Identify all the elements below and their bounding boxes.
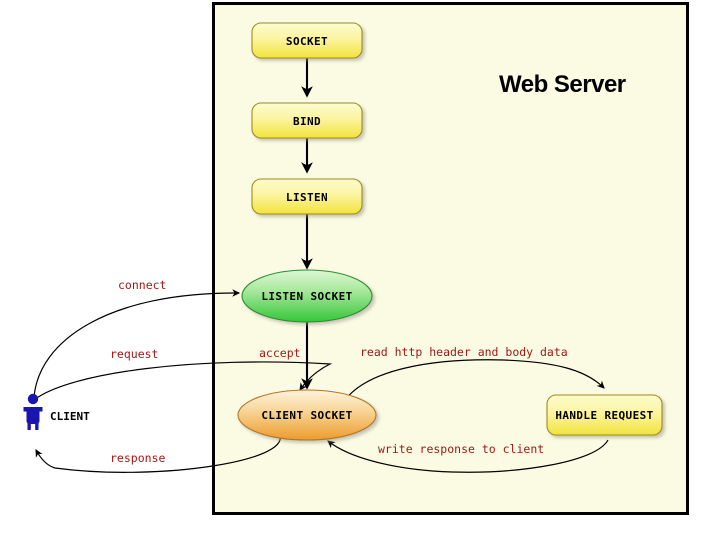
edge-label-connect: connect (118, 278, 166, 292)
node-listen-socket[interactable]: LISTEN SOCKET (241, 269, 373, 323)
edge-label-response: response (110, 451, 165, 465)
web-server-title: Web Server (499, 71, 626, 98)
node-socket[interactable]: SOCKET (251, 22, 363, 59)
node-handle-request[interactable]: HANDLE REQUEST (546, 394, 663, 436)
edge-client-connect (33, 289, 241, 399)
node-client-socket-label: CLIENT SOCKET (261, 409, 352, 422)
edge-label-read-http: read http header and body data (360, 345, 568, 359)
edge-label-write-response: write response to client (378, 442, 544, 456)
node-socket-label: SOCKET (286, 35, 328, 48)
client-actor[interactable]: CLIENT (23, 393, 91, 430)
edge-client-socket-to-handle-request (344, 359, 605, 401)
node-handle-request-label: HANDLE REQUEST (555, 409, 653, 422)
node-client-socket[interactable]: CLIENT SOCKET (237, 389, 377, 441)
edge-handle-request-to-client-socket (327, 439, 609, 473)
node-listen-label: LISTEN (286, 191, 328, 204)
person-icon (23, 393, 43, 430)
client-actor-label: CLIENT (50, 410, 90, 423)
node-bind[interactable]: BIND (251, 102, 363, 139)
edge-label-accept: accept (259, 346, 301, 360)
edge-label-request: request (110, 347, 158, 361)
node-listen[interactable]: LISTEN (251, 178, 363, 215)
node-bind-label: BIND (293, 115, 321, 128)
edge-client-request (33, 361, 333, 401)
node-listen-socket-label: LISTEN SOCKET (261, 290, 352, 303)
edge-client-socket-response (35, 431, 281, 473)
